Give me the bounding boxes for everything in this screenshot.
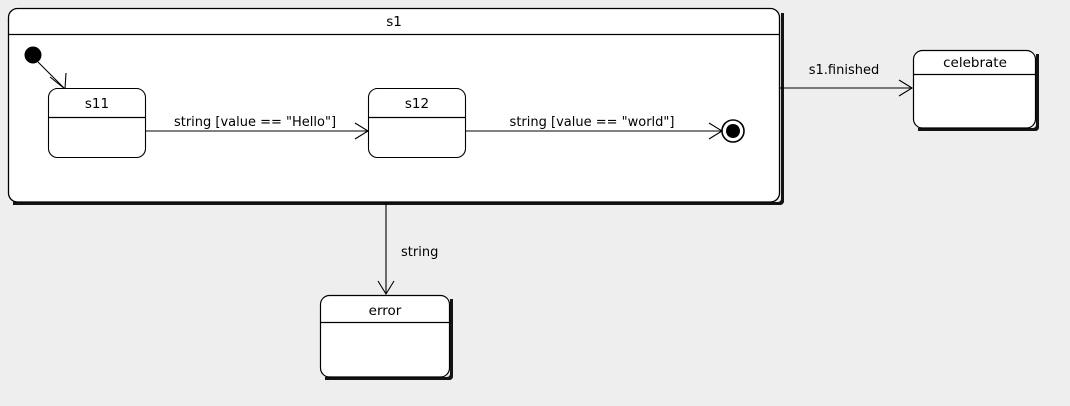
- transition-s1-to-error-label: string: [401, 245, 438, 260]
- transition-s1-to-celebrate[interactable]: s1.finished: [780, 63, 914, 97]
- error-body-outline: [319, 294, 451, 378]
- transition-s12-to-final-label: string [value == "world"]: [510, 115, 675, 130]
- final-state-pseudostate[interactable]: [721, 119, 745, 143]
- state-error[interactable]: error: [319, 294, 454, 381]
- state-s11[interactable]: s11: [47, 87, 147, 159]
- transition-initial-to-s11-arrowhead: [49, 72, 67, 90]
- transition-initial-to-s11-line: [37, 61, 66, 90]
- initial-state-pseudostate[interactable]: [24, 46, 42, 64]
- celebrate-body-outline: [912, 49, 1037, 129]
- transition-s11-to-s12-label: string [value == "Hello"]: [174, 115, 336, 130]
- transition-s11-to-s12[interactable]: string [value == "Hello"]: [145, 115, 370, 140]
- celebrate-title-label: celebrate: [943, 55, 1007, 71]
- transition-s1-to-celebrate-arrowhead: [898, 79, 914, 97]
- s1-title-label: s1: [386, 14, 402, 30]
- initial-state-icon: [24, 46, 42, 64]
- state-s12[interactable]: s12: [367, 87, 467, 159]
- error-body-fill: [320, 295, 450, 377]
- s12-title-label: s12: [405, 96, 429, 112]
- transition-s1-to-error[interactable]: string: [377, 203, 438, 296]
- transition-s1-to-celebrate-label: s1.finished: [809, 63, 879, 78]
- transition-s1-to-error-arrowhead: [377, 280, 395, 296]
- s12-body-outline: [367, 87, 467, 159]
- s11-title-label: s11: [85, 96, 109, 112]
- final-state-inner-dot: [726, 124, 740, 138]
- transition-initial-to-s11[interactable]: [37, 61, 67, 90]
- s11-body-fill: [48, 88, 146, 158]
- s1-body-outline: [7, 7, 781, 203]
- error-title-label: error: [369, 303, 402, 319]
- celebrate-body-fill: [913, 50, 1036, 128]
- s12-body-fill: [368, 88, 466, 158]
- s11-body-outline: [47, 87, 147, 159]
- state-celebrate[interactable]: celebrate: [912, 49, 1040, 132]
